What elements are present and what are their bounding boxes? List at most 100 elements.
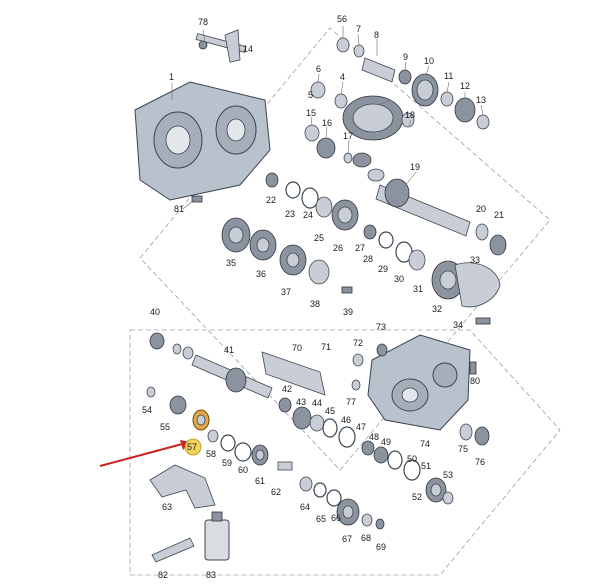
callout-31: 31 <box>413 284 423 294</box>
gear-53 <box>425 477 454 505</box>
callout-35: 35 <box>226 258 236 268</box>
callout-38: 38 <box>310 299 320 309</box>
transmission-housing-74 <box>367 334 471 431</box>
callout-48: 48 <box>369 432 379 442</box>
callout-58: 58 <box>206 449 216 459</box>
main-shaft-19 <box>375 178 507 256</box>
callout-59: 59 <box>222 458 232 468</box>
callout-20: 20 <box>476 204 486 214</box>
callout-37: 37 <box>281 287 291 297</box>
group-outline-lower <box>129 329 561 576</box>
transmission-housing-1 <box>134 81 271 201</box>
lower-shaft-group <box>149 332 421 481</box>
bolt-81 <box>191 195 203 203</box>
callout-1: 1 <box>169 72 174 82</box>
callout-46: 46 <box>341 415 351 425</box>
callout-8: 8 <box>374 30 379 40</box>
callout-57: 57 <box>187 442 197 452</box>
callout-43: 43 <box>296 397 306 407</box>
callout-61: 61 <box>255 476 265 486</box>
callout-15: 15 <box>306 108 316 118</box>
callout-50: 50 <box>407 454 417 464</box>
callout-62: 62 <box>271 487 281 497</box>
callout-72: 72 <box>353 338 363 348</box>
gear-row-22-30 <box>265 172 426 271</box>
callout-73: 73 <box>376 322 386 332</box>
callout-68: 68 <box>361 533 371 543</box>
callout-21: 21 <box>494 210 504 220</box>
lower-left-assembly <box>146 386 293 471</box>
callout-30: 30 <box>394 274 404 284</box>
oil-bottle-83 <box>204 511 230 561</box>
callout-12: 12 <box>460 81 470 91</box>
callout-33: 33 <box>470 255 480 265</box>
callout-28: 28 <box>363 254 373 264</box>
callout-82: 82 <box>158 570 168 580</box>
callout-79: 77 <box>346 397 356 407</box>
callout-41: 41 <box>224 345 234 355</box>
callout-9: 9 <box>403 52 408 62</box>
callout-49: 49 <box>381 437 391 447</box>
callout-54: 54 <box>142 405 152 415</box>
callout-6: 6 <box>316 64 321 74</box>
callout-23: 23 <box>285 209 295 219</box>
callout-66: 66 <box>331 513 341 523</box>
callout-52: 52 <box>412 492 422 502</box>
callout-22: 22 <box>266 195 276 205</box>
callout-40: 40 <box>150 307 160 317</box>
callout-56: 56 <box>337 14 347 24</box>
callout-16: 16 <box>322 118 332 128</box>
callout-55: 55 <box>160 422 170 432</box>
callout-83: 83 <box>206 570 216 580</box>
callout-51: 51 <box>421 461 431 471</box>
lower-gear-row-64-69 <box>299 476 385 530</box>
callout-19: 19 <box>410 162 420 172</box>
callout-29: 29 <box>378 264 388 274</box>
callout-64: 64 <box>300 502 310 512</box>
callout-34: 34 <box>453 320 463 330</box>
callout-25: 25 <box>314 233 324 243</box>
shift-rod-14 <box>195 29 247 63</box>
housing-small-parts <box>351 343 490 446</box>
shift-fork-63 <box>149 464 216 509</box>
callout-4: 4 <box>340 72 345 82</box>
differential-group <box>304 81 415 182</box>
callout-27: 27 <box>355 243 365 253</box>
callout-32: 32 <box>432 304 442 314</box>
callout-60: 60 <box>238 465 248 475</box>
callout-80: 80 <box>470 376 480 386</box>
input-shaft-group <box>336 37 490 130</box>
callout-78: 78 <box>198 17 208 27</box>
callout-81: 81 <box>174 204 184 214</box>
callout-24: 24 <box>303 210 313 220</box>
highlight-badge-57 <box>184 438 202 456</box>
callout-26: 26 <box>333 243 343 253</box>
callout-63: 63 <box>162 502 172 512</box>
leader-lines <box>171 26 484 210</box>
gear-row-31-38 <box>221 217 501 325</box>
callout-70: 70 <box>292 343 302 353</box>
callout-42: 42 <box>282 384 292 394</box>
callout-13: 13 <box>476 95 486 105</box>
callout-45: 45 <box>325 406 335 416</box>
callout-53: 53 <box>443 470 453 480</box>
callout-69: 69 <box>376 542 386 552</box>
callout-74: 74 <box>420 439 430 449</box>
callout-17: 17 <box>343 131 353 141</box>
callout-labels: 78 14 1 81 56 7 8 9 10 11 12 13 6 4 5 15… <box>142 14 504 580</box>
highlight-arrow <box>99 440 190 467</box>
callout-7: 7 <box>356 24 361 34</box>
callout-39: 39 <box>343 307 353 317</box>
callout-18: 18 <box>405 110 415 120</box>
callout-5: 5 <box>308 90 313 100</box>
callout-75: 75 <box>458 444 468 454</box>
callout-67: 67 <box>342 534 352 544</box>
callout-47: 47 <box>356 422 366 432</box>
callout-14: 14 <box>243 44 253 54</box>
callout-71: 71 <box>321 342 331 352</box>
callout-76: 76 <box>475 457 485 467</box>
callout-44: 44 <box>312 398 322 408</box>
callout-65: 65 <box>316 514 326 524</box>
